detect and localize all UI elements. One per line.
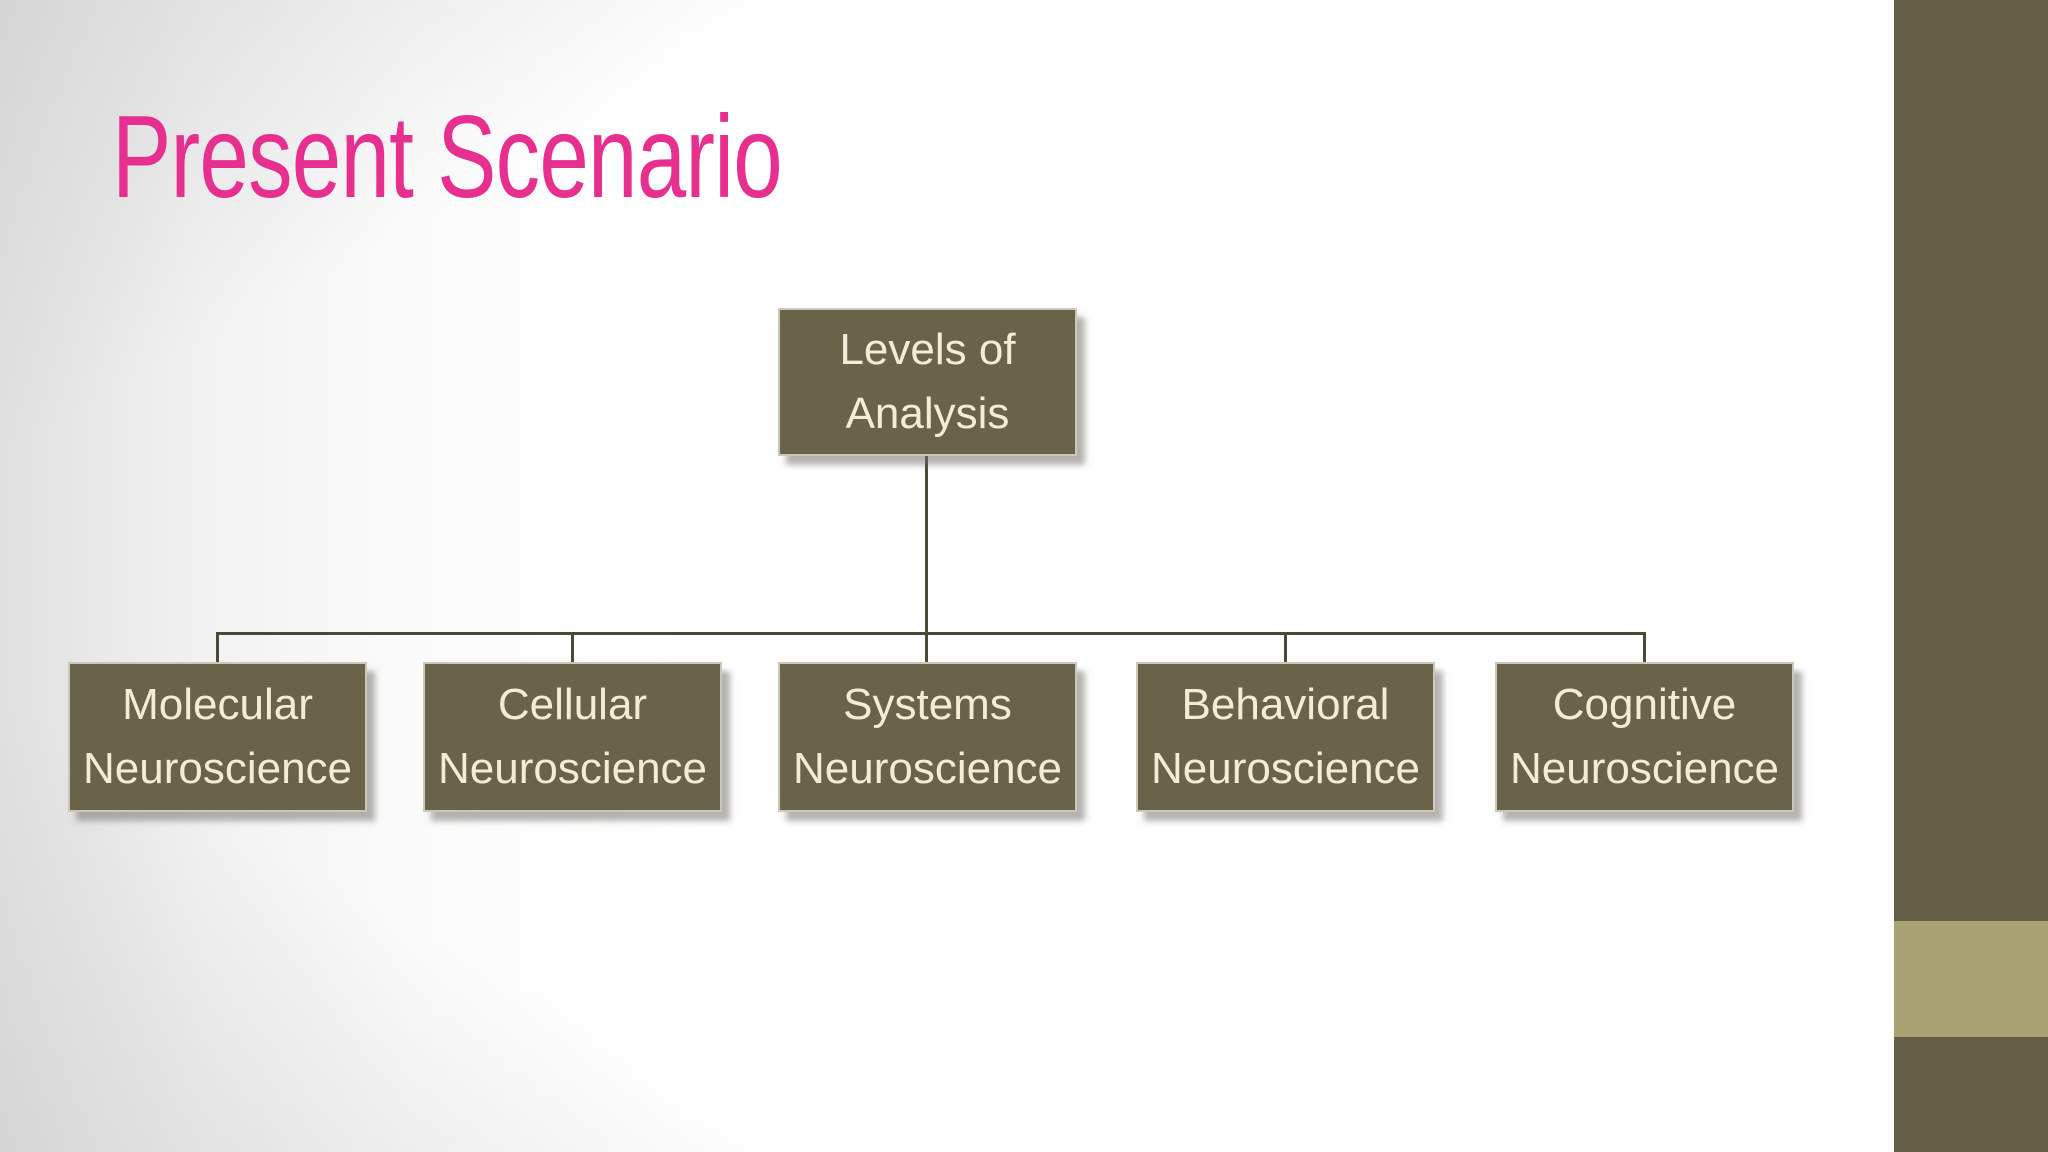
node-levels-of-analysis: Levels of Analysis — [778, 308, 1077, 456]
node-cellular-neuroscience: Cellular Neuroscience — [423, 662, 722, 812]
connector-drop-molecular — [216, 632, 219, 664]
node-label: Cognitive Neuroscience — [1509, 680, 1780, 793]
node-systems-neuroscience: Systems Neuroscience — [778, 662, 1077, 812]
node-label: Cellular Neuroscience — [437, 680, 708, 793]
node-molecular-neuroscience: Molecular Neuroscience — [68, 662, 367, 812]
connector-drop-systems — [925, 632, 928, 664]
page-title: Present Scenario — [112, 91, 783, 222]
node-behavioral-neuroscience: Behavioral Neuroscience — [1136, 662, 1435, 812]
node-label: Molecular Neuroscience — [82, 680, 353, 793]
connector-drop-behavioral — [1284, 632, 1287, 664]
accent-square — [1894, 921, 2048, 1037]
right-accent-band — [1894, 0, 2048, 1152]
connector-drop-cellular — [571, 632, 574, 664]
node-cognitive-neuroscience: Cognitive Neuroscience — [1495, 662, 1794, 812]
node-label: Behavioral Neuroscience — [1150, 680, 1421, 793]
connector-drop-cognitive — [1643, 632, 1646, 664]
connector-root-vertical — [925, 454, 928, 634]
node-label: Levels of Analysis — [839, 325, 1016, 438]
node-label: Systems Neuroscience — [792, 680, 1063, 793]
connector-horizontal — [216, 632, 1646, 635]
